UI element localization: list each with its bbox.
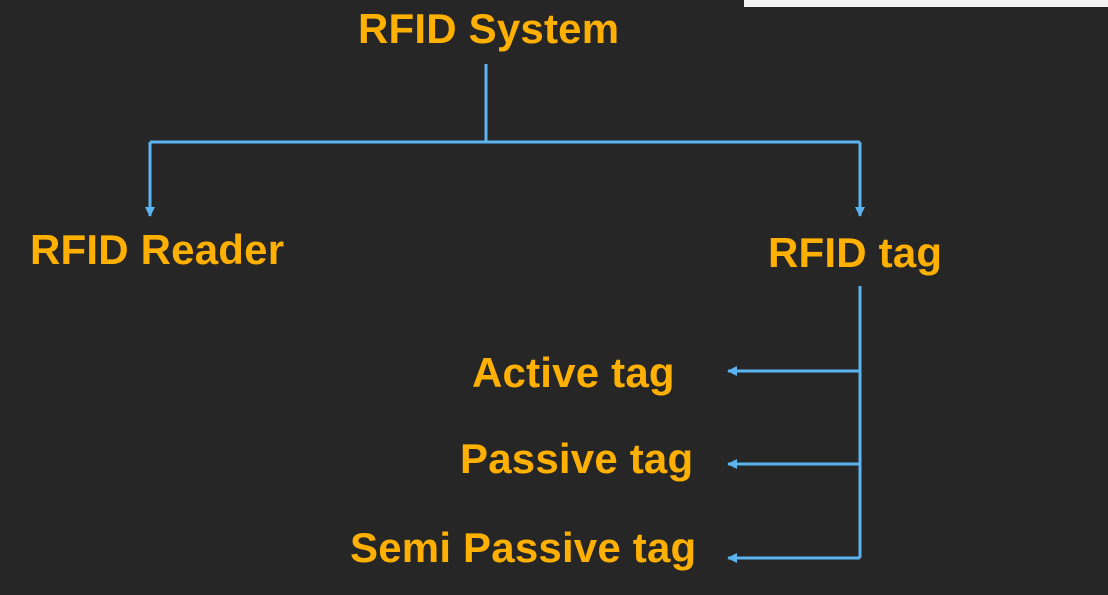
node-passive-tag: Passive tag bbox=[460, 435, 694, 482]
node-active-tag: Active tag bbox=[472, 349, 675, 396]
node-rfid-reader: RFID Reader bbox=[30, 226, 285, 273]
node-semi-passive-tag: Semi Passive tag bbox=[350, 524, 697, 571]
node-rfid-system: RFID System bbox=[358, 5, 620, 52]
node-rfid-tag: RFID tag bbox=[768, 229, 943, 276]
window-edge-strip bbox=[744, 0, 1108, 7]
